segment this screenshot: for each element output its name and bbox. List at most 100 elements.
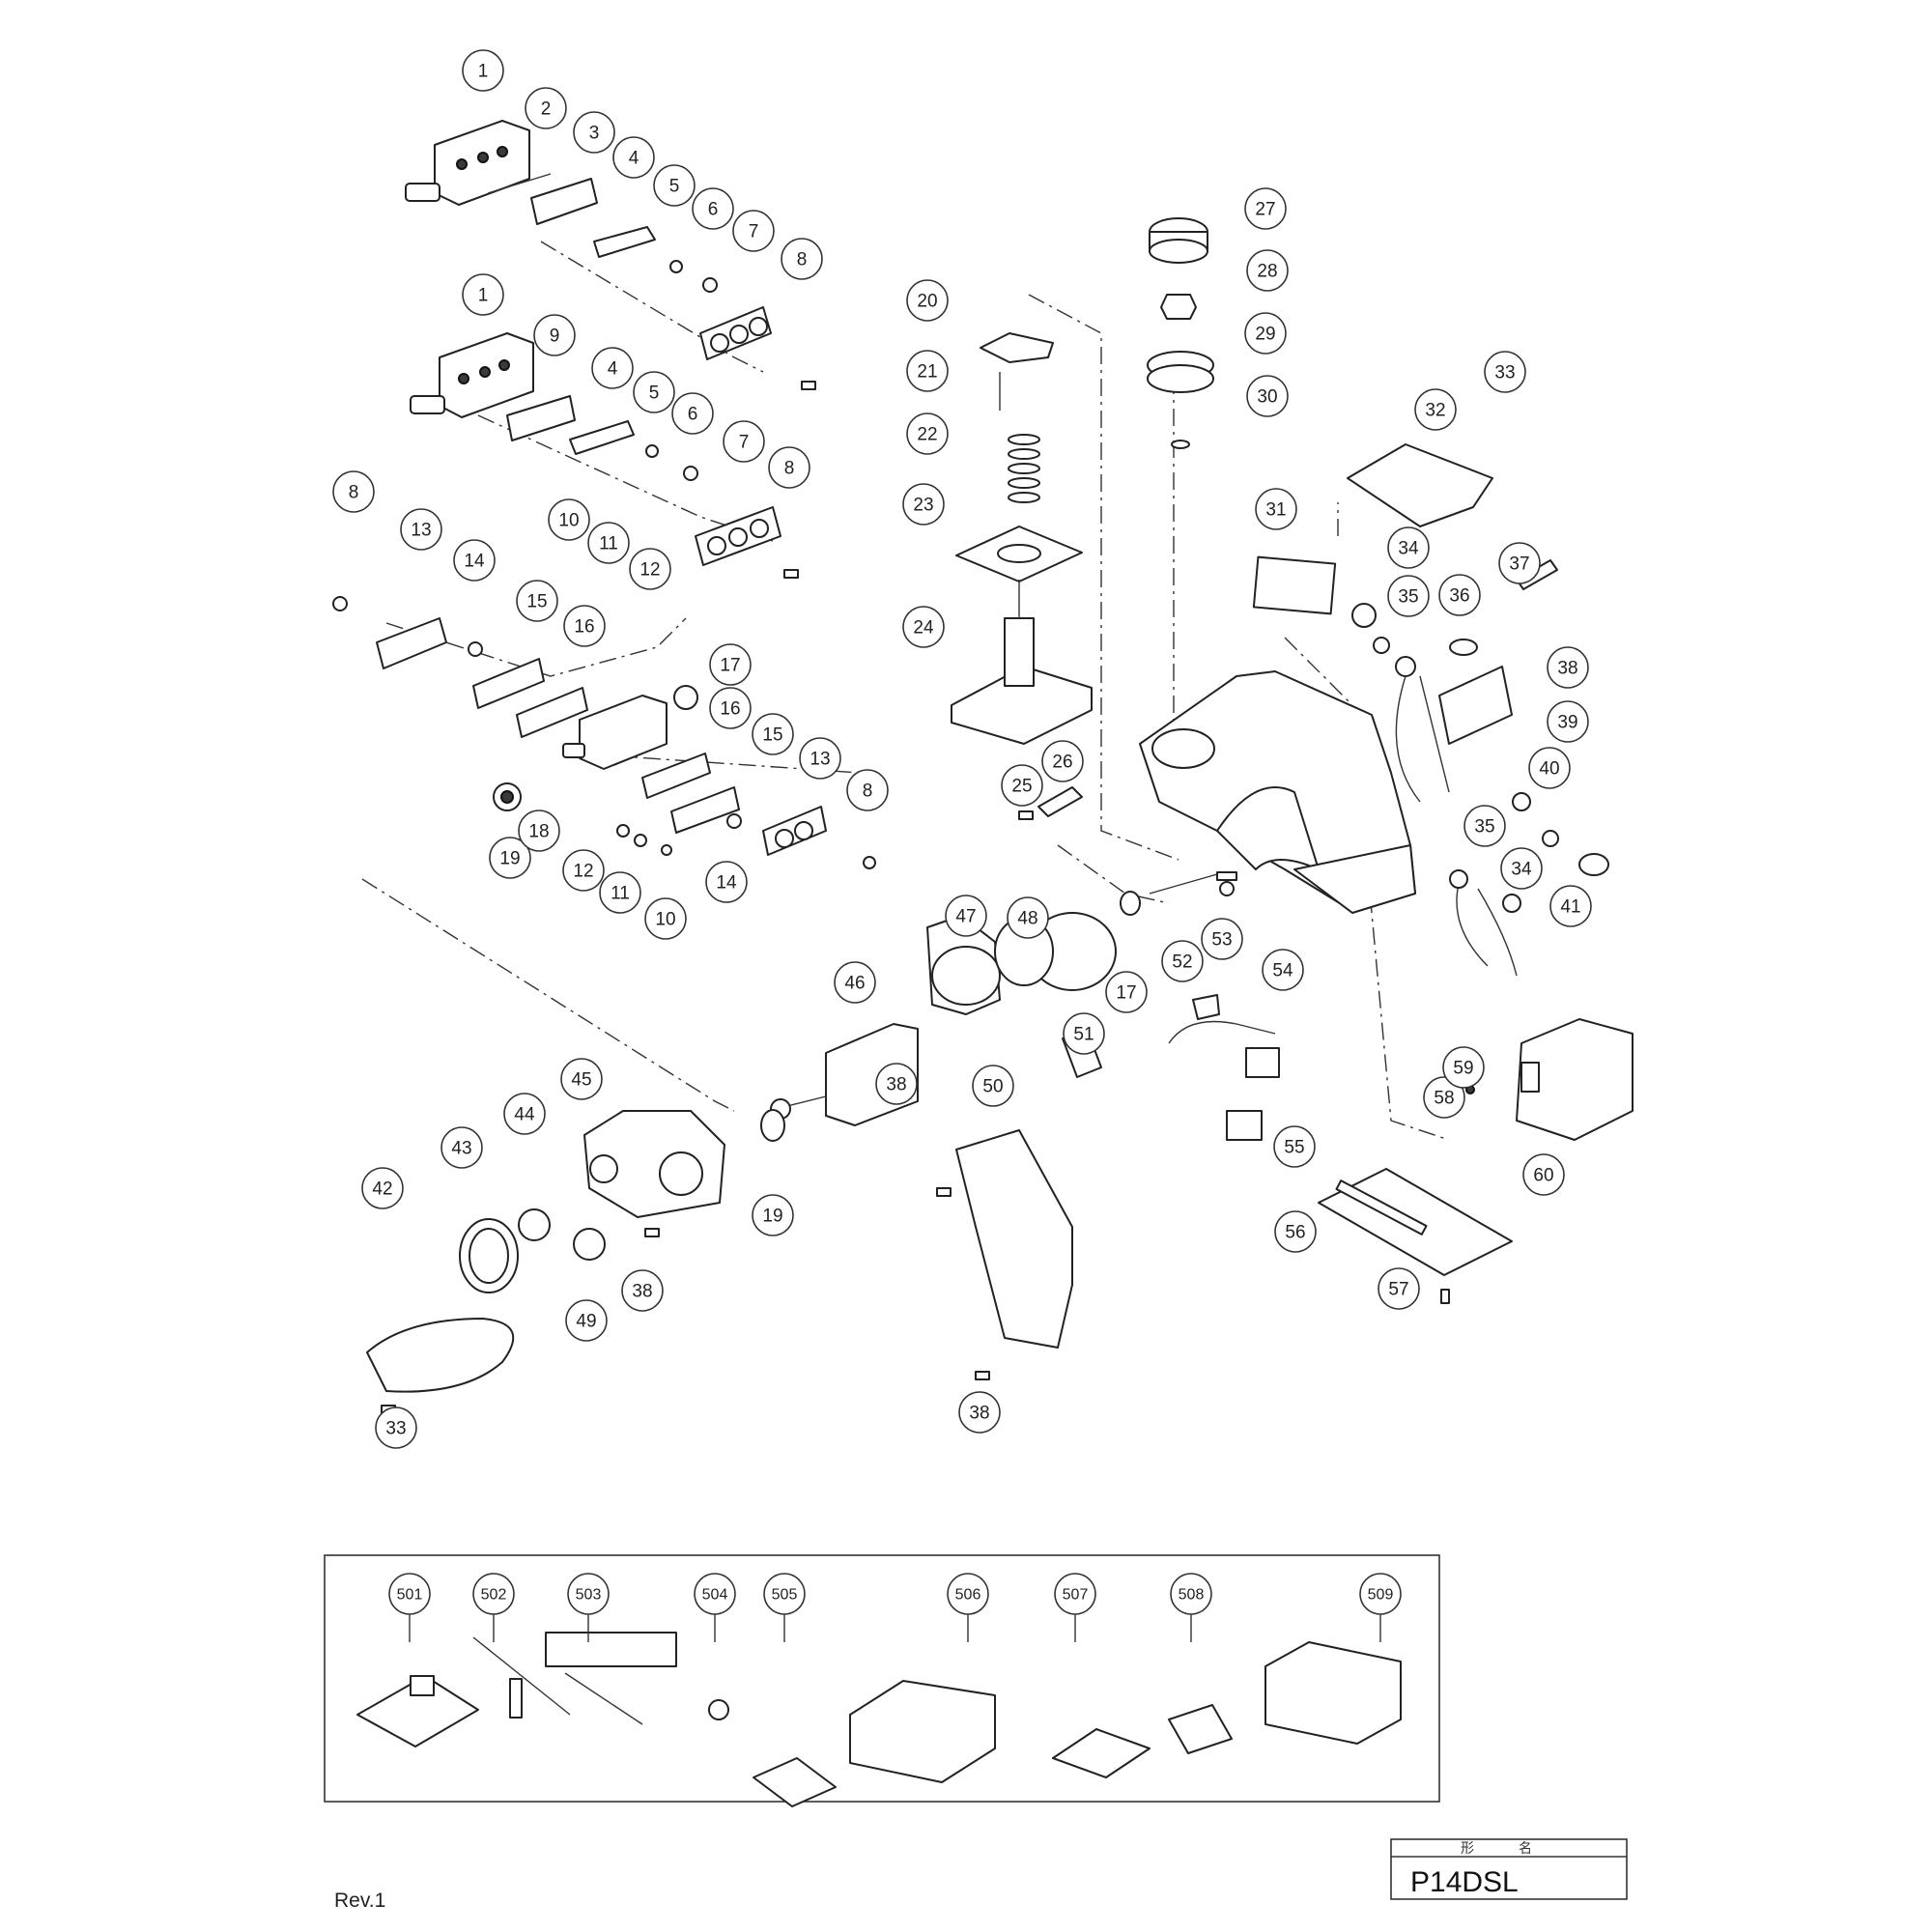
accessories-drawings <box>356 1632 1402 1807</box>
part-number-label: 32 <box>1425 401 1445 421</box>
part-callout-12: 12 <box>629 548 671 590</box>
part-callout-30: 30 <box>1246 375 1289 417</box>
part-number-label: 20 <box>917 292 937 312</box>
part-callout-19: 19 <box>489 837 531 879</box>
part-number-label: 5 <box>649 384 660 404</box>
part-number-label: 4 <box>608 359 618 380</box>
accessory-number-label: 507 <box>1063 1587 1089 1604</box>
part-number-label: 3 <box>589 124 600 144</box>
part-number-label: 51 <box>1073 1025 1094 1045</box>
part-callout-32: 32 <box>1414 388 1457 431</box>
part-number-label: 42 <box>372 1179 392 1200</box>
part-callout-36: 36 <box>1438 574 1481 616</box>
part-number-label: 43 <box>451 1139 471 1159</box>
part-number-label: 38 <box>1557 659 1577 679</box>
part-callout-13: 13 <box>400 508 442 551</box>
part-callout-16: 16 <box>563 605 606 647</box>
part-callout-55: 55 <box>1273 1125 1316 1168</box>
accessory-number-label: 501 <box>397 1587 423 1604</box>
part-callouts: 1234567819456788131410111215161716151381… <box>332 49 1592 1449</box>
part-callout-39: 39 <box>1547 700 1589 743</box>
part-number-label: 38 <box>886 1075 906 1095</box>
part-callout-54: 54 <box>1262 949 1304 991</box>
revision-label: Rev.1 <box>334 1889 385 1912</box>
accessory-number-label: 504 <box>702 1587 728 1604</box>
part-callout-11: 11 <box>599 871 641 914</box>
part-number-label: 57 <box>1388 1280 1408 1300</box>
part-callout-8: 8 <box>781 238 823 280</box>
part-callout-53: 53 <box>1201 918 1243 960</box>
part-callout-4: 4 <box>591 347 634 389</box>
part-callout-17: 17 <box>1105 971 1148 1013</box>
part-callout-59: 59 <box>1442 1046 1485 1089</box>
part-callout-4: 4 <box>612 136 655 179</box>
part-callout-1: 1 <box>462 49 504 92</box>
part-number-label: 35 <box>1474 817 1494 838</box>
part-number-label: 7 <box>739 433 750 453</box>
title-block: 形 名 P14DSL <box>1390 1838 1628 1900</box>
cutter-block-lower <box>332 596 876 869</box>
part-number-label: 17 <box>720 656 740 676</box>
controller-and-base <box>1168 994 1513 1304</box>
accessory-number-label: 505 <box>772 1587 798 1604</box>
part-number-label: 47 <box>955 907 976 927</box>
part-callout-56: 56 <box>1274 1210 1317 1253</box>
part-callout-45: 45 <box>560 1058 603 1100</box>
part-number-label: 46 <box>844 974 865 994</box>
part-callout-14: 14 <box>453 539 496 582</box>
part-callout-26: 26 <box>1041 740 1084 782</box>
belt-drive: HITACHI <box>366 1110 725 1414</box>
part-number-label: 38 <box>632 1282 652 1302</box>
part-number-label: 30 <box>1257 387 1277 408</box>
part-callout-40: 40 <box>1528 747 1571 789</box>
part-callout-17: 17 <box>709 643 752 686</box>
accessory-callout-504: 504 <box>694 1573 736 1642</box>
part-number-label: 37 <box>1509 554 1529 575</box>
part-callout-42: 42 <box>361 1167 404 1209</box>
part-callout-3: 3 <box>573 111 615 154</box>
part-callout-49: 49 <box>565 1299 608 1342</box>
accessory-number-label: 502 <box>481 1587 507 1604</box>
part-number-label: 40 <box>1539 759 1559 780</box>
part-number-label: 1 <box>478 286 489 306</box>
part-callout-8: 8 <box>332 470 375 513</box>
part-callout-9: 9 <box>533 314 576 356</box>
part-callout-12: 12 <box>562 849 605 892</box>
part-number-label: 16 <box>720 699 740 720</box>
part-number-label: 12 <box>573 862 593 882</box>
model-header: 形 名 <box>1461 1841 1548 1857</box>
accessories-box <box>324 1554 1440 1803</box>
part-number-label: 1 <box>478 62 489 82</box>
part-number-label: 13 <box>411 521 431 541</box>
accessory-callout-508: 508 <box>1170 1573 1212 1642</box>
accessory-callout-507: 507 <box>1054 1573 1096 1642</box>
part-number-label: 50 <box>982 1077 1003 1097</box>
part-number-label: 8 <box>863 781 873 802</box>
part-callout-25: 25 <box>1001 764 1043 807</box>
accessory-callout-501: 501 <box>388 1573 431 1642</box>
part-number-label: 4 <box>629 149 639 169</box>
main-housing <box>1139 443 1493 914</box>
part-callout-38: 38 <box>875 1063 918 1105</box>
part-callout-2: 2 <box>525 87 567 129</box>
part-number-label: 22 <box>917 425 937 445</box>
part-number-label: 10 <box>558 511 579 531</box>
part-number-label: 59 <box>1453 1059 1473 1079</box>
part-number-label: 44 <box>514 1105 535 1125</box>
part-number-label: 56 <box>1285 1223 1305 1243</box>
part-number-label: 13 <box>810 750 830 770</box>
part-number-label: 9 <box>550 327 560 347</box>
part-number-label: 49 <box>576 1312 596 1332</box>
part-callout-14: 14 <box>705 861 748 903</box>
part-number-label: 8 <box>797 250 808 270</box>
part-callout-52: 52 <box>1161 940 1204 982</box>
part-callout-35: 35 <box>1387 575 1430 617</box>
part-callout-27: 27 <box>1244 187 1287 230</box>
part-callout-11: 11 <box>587 522 630 564</box>
part-number-label: 25 <box>1011 777 1032 797</box>
part-number-label: 17 <box>1116 983 1136 1004</box>
part-callout-46: 46 <box>834 961 876 1004</box>
part-number-label: 26 <box>1052 753 1072 773</box>
accessory-number-label: 503 <box>576 1587 602 1604</box>
